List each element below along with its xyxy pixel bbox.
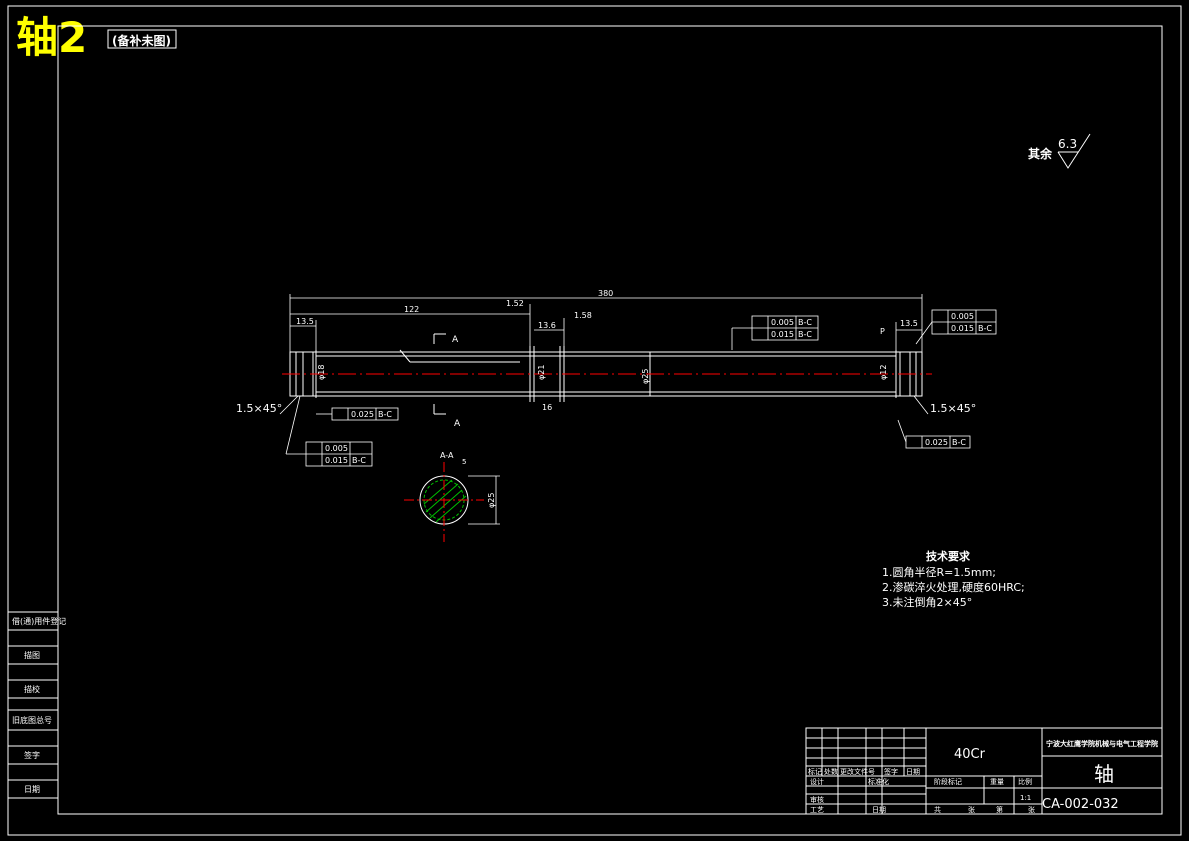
tol3-ref: B-C — [352, 456, 366, 465]
part-name: 轴 — [1094, 762, 1114, 786]
section-view-label: A-A — [440, 451, 454, 460]
row-label-3: 更改文件号 — [840, 767, 875, 776]
roughness-icon — [1057, 133, 1091, 169]
tol3-b: 0.015 — [325, 456, 348, 465]
chamfer-right: 1.5×45° — [930, 402, 976, 415]
stage-mark-label: 阶段标记 — [934, 777, 962, 786]
review-label: 审核 — [810, 795, 824, 804]
drawing-title: 轴2 — [16, 13, 88, 62]
dim-122: 122 — [404, 305, 419, 314]
tolerance-frame-2 — [316, 407, 399, 421]
dim-158: 1.58 — [574, 311, 592, 320]
dim-16: 16 — [542, 403, 552, 412]
drawing-number: CA-002-032 — [1042, 797, 1119, 812]
total-label: 共 — [934, 805, 941, 814]
weight-label: 重量 — [990, 778, 1004, 786]
tolerance-frame-5 — [897, 419, 971, 449]
roughness-note: 其余 — [1028, 146, 1053, 161]
standard-label: 标准化 — [868, 777, 889, 786]
tech-line-2: 2.渗碳淬火处理,硬度60HRC; — [882, 580, 1025, 594]
strip-item-4: 旧底图总号 — [12, 715, 52, 725]
tolerance-frame-1 — [731, 315, 819, 350]
tolerance-frame-3 — [285, 395, 373, 467]
title-box — [107, 29, 177, 49]
chamfer-left: 1.5×45° — [236, 402, 282, 415]
row-label-5: 日期 — [906, 768, 920, 776]
p-mark: P — [880, 327, 885, 336]
dia-center: φ25 — [641, 369, 650, 384]
outer-frame — [7, 5, 1182, 836]
tol2-ref: B-C — [378, 410, 392, 419]
tech-line-1: 1.圆角半径R=1.5mm; — [882, 565, 996, 579]
section-a-top: A — [452, 335, 459, 345]
school-name: 宁波大红鹰学院机械与电气工程学院 — [1046, 739, 1158, 748]
tol4-a: 0.005 — [951, 312, 974, 321]
tol1-b: 0.015 — [771, 330, 794, 339]
dia-mid: φ21 — [537, 365, 546, 380]
tol3-a: 0.005 — [325, 444, 348, 453]
tol4-b: 0.015 — [951, 324, 974, 333]
strip-item-5: 签字 — [24, 750, 40, 760]
material: 40Cr — [954, 747, 986, 762]
row-label-1: 标记 — [808, 767, 822, 776]
tol4-ref: B-C — [978, 324, 992, 333]
section-dia: φ25 — [487, 493, 496, 508]
dim-135-right: 13.5 — [900, 319, 918, 328]
tolerance-frame-4 — [915, 309, 997, 345]
row-label-4: 签字 — [884, 767, 898, 776]
tol5-ref: B-C — [952, 438, 966, 447]
page-label: 第 — [996, 805, 1003, 814]
dia-left: φ18 — [317, 365, 326, 380]
sheet-label: 张 — [968, 805, 975, 814]
roughness-value: 6.3 — [1058, 137, 1077, 151]
section-a-bottom: A — [454, 419, 461, 429]
dim-135-left: 13.5 — [296, 317, 314, 326]
dim-136: 13.6 — [538, 321, 556, 330]
strip-item-2: 描图 — [24, 650, 40, 660]
dia-right: φ12 — [879, 365, 888, 380]
tech-heading: 技术要求 — [926, 549, 971, 563]
tol1-ref: B-C — [798, 318, 812, 327]
date-label: 日期 — [872, 806, 886, 814]
strip-item-1: 借(通)用件登记 — [12, 616, 66, 626]
section-view — [404, 462, 500, 542]
ratio-label: 比例 — [1018, 777, 1032, 786]
sheet-label-2: 张 — [1028, 805, 1035, 814]
tol1-a: 0.005 — [771, 318, 794, 327]
inner-frame — [57, 25, 1163, 815]
design-label: 设计 — [810, 777, 824, 786]
row-label-2: 处数 — [824, 767, 838, 776]
tol5-value: 0.025 — [925, 438, 948, 447]
scale-value: 1:1 — [1020, 794, 1031, 802]
section-marks — [433, 333, 446, 415]
strip-item-6: 日期 — [24, 785, 40, 794]
left-strip — [8, 611, 58, 799]
strip-item-3: 描校 — [24, 684, 40, 694]
dim-total: 380 — [598, 289, 613, 298]
drawing-tag: (备补未图) — [112, 34, 171, 48]
tol1-ref2: B-C — [798, 330, 812, 339]
dim-152: 1.52 — [506, 299, 524, 308]
tol2-value: 0.025 — [351, 410, 374, 419]
tech-line-3: 3.未注倒角2×45° — [882, 595, 972, 609]
process-label: 工艺 — [810, 806, 824, 814]
keyway-dim: 5 — [462, 458, 466, 466]
title-block — [805, 727, 1163, 815]
dimension-lines — [289, 294, 923, 352]
